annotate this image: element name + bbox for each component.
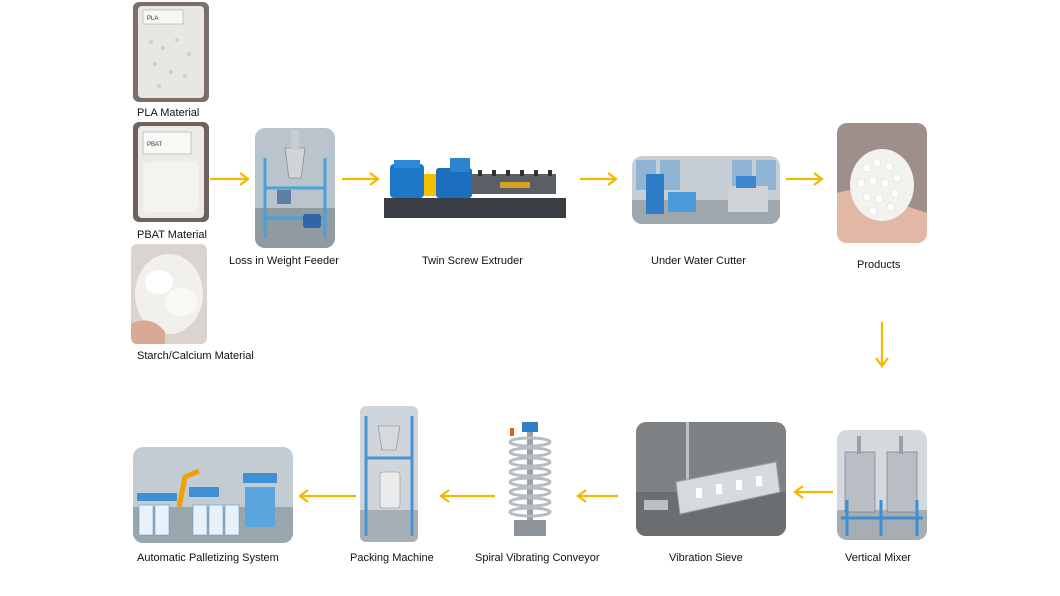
extruder-photo (380, 156, 570, 226)
pbat-material-photo: PBAT (133, 122, 209, 222)
pla-bag-text: PLA (147, 16, 158, 22)
arrow-sieve-to-conveyor (576, 489, 618, 503)
feeder-photo (255, 128, 335, 248)
feeder-label: Loss in Weight Feeder (229, 255, 339, 267)
arrow-materials-to-feeder (210, 172, 250, 186)
sieve-label: Vibration Sieve (669, 552, 743, 564)
conveyor-label: Spiral Vibrating Conveyor (475, 552, 600, 564)
conveyor-photo (504, 420, 556, 540)
arrow-feeder-to-extruder (342, 172, 380, 186)
extruder-label: Twin Screw Extruder (422, 255, 523, 267)
arrow-cutter-to-products (786, 172, 824, 186)
arrow-conveyor-to-packing (439, 489, 495, 503)
cutter-label: Under Water Cutter (651, 255, 746, 267)
products-label: Products (857, 259, 901, 271)
sieve-photo (636, 422, 786, 536)
arrow-products-to-mixer (875, 322, 889, 368)
starch-calcium-label: Starch/Calcium Material (137, 350, 254, 362)
arrow-extruder-to-cutter (580, 172, 618, 186)
pbat-bag-text: PBAT (147, 142, 163, 148)
mixer-label: Vertical Mixer (845, 552, 912, 564)
palletizing-photo (133, 447, 293, 543)
packing-photo (360, 406, 418, 542)
pbat-material-label: PBAT Material (137, 229, 207, 241)
cutter-photo (632, 156, 780, 224)
packing-label: Packing Machine (350, 552, 434, 564)
arrow-mixer-to-sieve (793, 485, 833, 499)
pla-material-label: PLA Material (137, 107, 200, 119)
mixer-photo (837, 430, 927, 540)
arrow-packing-to-palletizing (298, 489, 356, 503)
pla-material-photo: PLA (133, 2, 209, 102)
products-photo (837, 123, 927, 243)
palletizing-label: Automatic Palletizing System (137, 552, 279, 564)
starch-calcium-photo (131, 244, 207, 344)
